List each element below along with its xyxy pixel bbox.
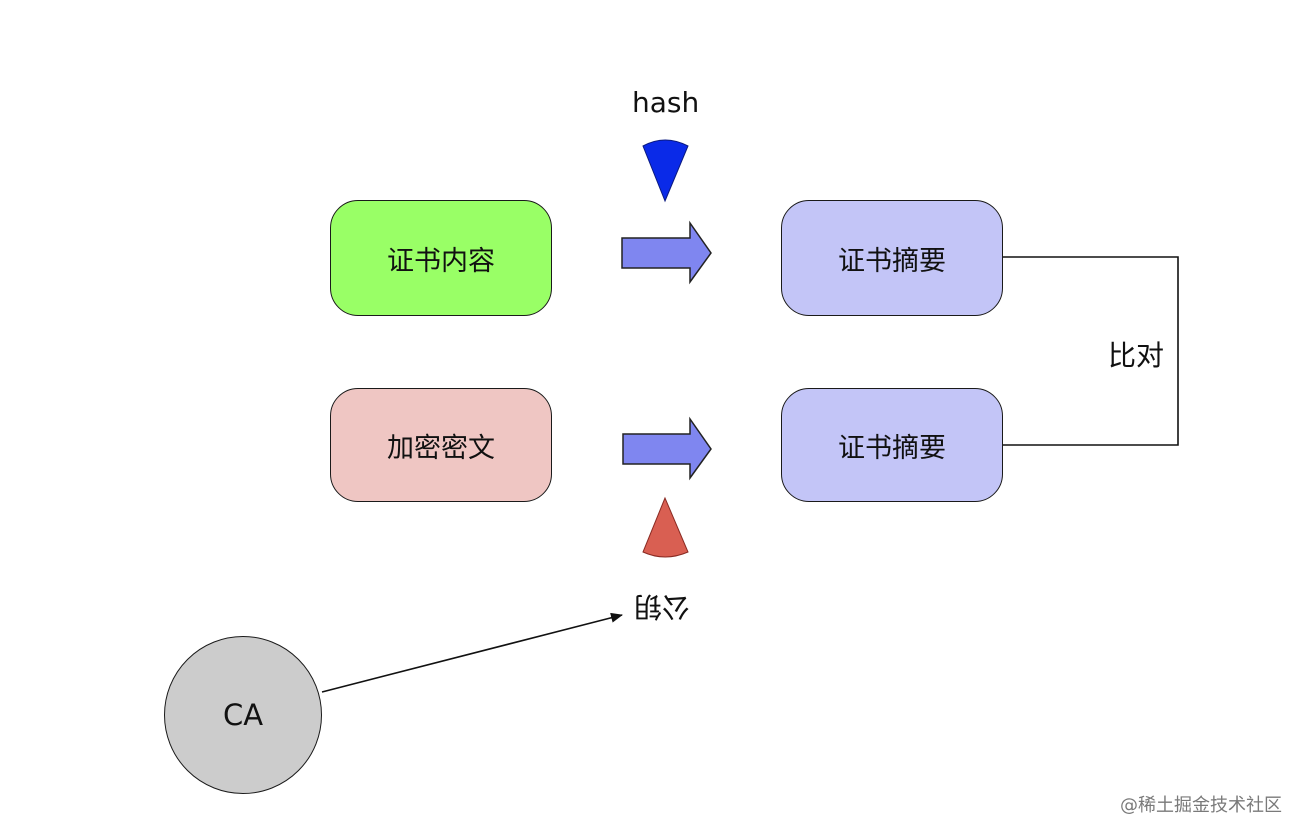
certificate-digest-bottom-node: 证书摘要 xyxy=(781,388,1003,502)
watermark: @稀土掘金技术社区 xyxy=(1120,795,1282,816)
certificate-content-node: 证书内容 xyxy=(330,200,552,316)
process-arrow-top-icon xyxy=(621,220,712,285)
encrypted-ciphertext-node: 加密密文 xyxy=(330,388,552,502)
public-key-label: 公钥 xyxy=(634,590,691,623)
public-key-wedge-icon xyxy=(642,496,689,558)
ca-node: CA xyxy=(164,636,322,794)
hash-wedge-icon xyxy=(642,139,689,203)
process-arrow-bottom-icon xyxy=(622,416,712,481)
hash-label: hash xyxy=(632,86,700,119)
certificate-digest-bottom-label: 证书摘要 xyxy=(838,432,946,464)
certificate-content-label: 证书内容 xyxy=(387,245,495,277)
certificate-digest-top-label: 证书摘要 xyxy=(838,245,946,277)
compare-label: 比对 xyxy=(1108,339,1165,372)
encrypted-ciphertext-label: 加密密文 xyxy=(387,432,495,464)
ca-to-public-key-arrow xyxy=(321,612,623,693)
certificate-digest-top-node: 证书摘要 xyxy=(781,200,1003,316)
ca-label: CA xyxy=(222,698,264,732)
